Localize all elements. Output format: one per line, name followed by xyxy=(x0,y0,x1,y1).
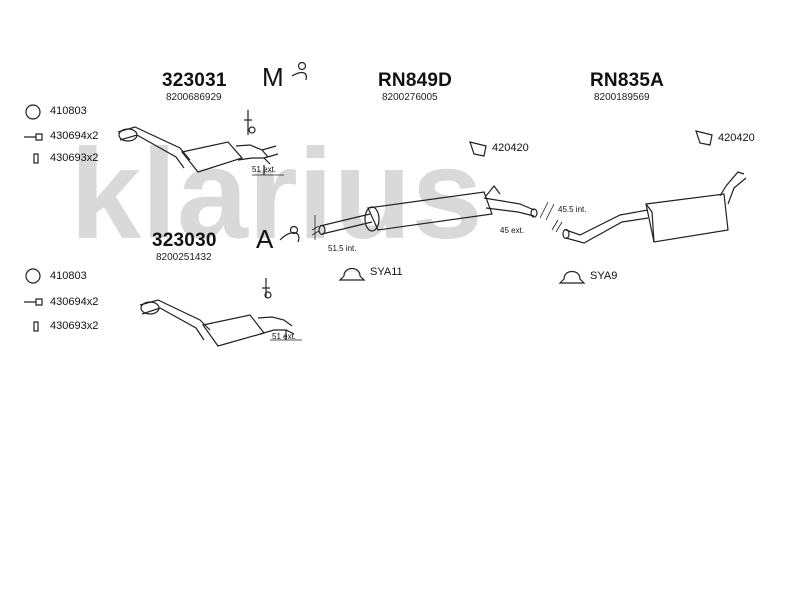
rear-int-dimension: 45.5 int. xyxy=(558,205,587,214)
bottom-ring-label[interactable]: 410803 xyxy=(50,270,87,282)
center-silencer-drawing xyxy=(311,185,538,240)
top-bolt-label[interactable]: 430694x2 xyxy=(50,130,99,142)
rear-silencer-drawing xyxy=(539,171,747,244)
bottom-bolt-label[interactable]: 430694x2 xyxy=(50,296,99,308)
rear-clamp-label[interactable]: SYA9 xyxy=(590,270,618,282)
cat-bottom-part-number[interactable]: 323030 xyxy=(152,230,217,251)
m-hook-icon xyxy=(291,71,307,81)
engine-code-a: A xyxy=(256,224,274,254)
top-catalytic-converter-drawing xyxy=(117,110,284,176)
center-hanger-label[interactable]: 420420 xyxy=(492,142,529,154)
rear-hanger-label[interactable]: 420420 xyxy=(718,132,755,144)
center-box-oe-number: 8200276005 xyxy=(382,92,438,103)
center-clamp-label[interactable]: SYA11 xyxy=(370,266,403,278)
bottom-cat-ext-dimension: 51 ext. xyxy=(272,332,297,341)
center-int-dimension: 51.5 int. xyxy=(328,244,357,253)
cat-bottom-oe-number: 8200251432 xyxy=(156,252,212,263)
bottom-catalytic-converter-drawing xyxy=(139,278,302,347)
top-ring-label[interactable]: 410803 xyxy=(50,105,87,117)
cat-top-part-number[interactable]: 323031 xyxy=(162,70,227,91)
bottom-bolt-icon xyxy=(24,298,43,306)
rear-clamp-icon xyxy=(558,270,586,284)
cat-top-oe-number: 8200686929 xyxy=(166,92,222,103)
bottom-nut-label[interactable]: 430693x2 xyxy=(50,320,99,332)
bottom-nut-icon xyxy=(33,321,39,332)
rear-box-oe-number: 8200189569 xyxy=(594,92,650,103)
top-ring-icon xyxy=(25,104,41,120)
bottom-ring-icon xyxy=(25,268,41,284)
top-nut-icon xyxy=(33,153,39,164)
top-cat-ext-dimension: 51 ext. xyxy=(252,165,277,174)
top-nut-label[interactable]: 430693x2 xyxy=(50,152,99,164)
watermark-text: klarius xyxy=(70,123,483,260)
klarius-watermark: klarius xyxy=(70,123,483,260)
engine-code-m: M xyxy=(262,62,284,92)
rear-box-part-number[interactable]: RN835A xyxy=(590,70,665,91)
center-clamp-icon xyxy=(338,267,366,281)
center-ext-dimension: 45 ext. xyxy=(500,226,525,235)
rear-hanger-icon xyxy=(695,130,713,146)
center-hanger-icon xyxy=(469,141,487,157)
center-box-part-number[interactable]: RN849D xyxy=(378,70,453,91)
a-hook-icon xyxy=(279,232,300,243)
top-bolt-icon xyxy=(24,133,43,141)
